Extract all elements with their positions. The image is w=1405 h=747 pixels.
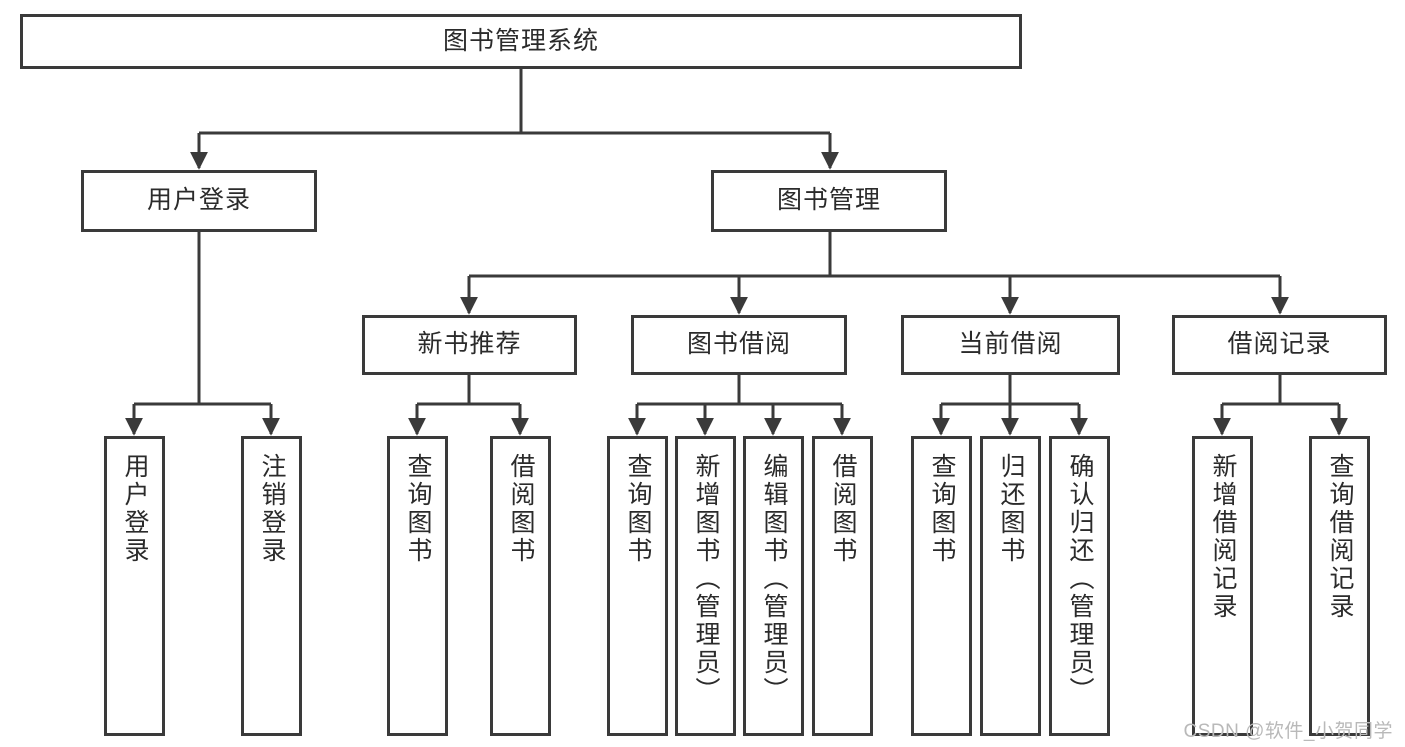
node-label: 查询借阅记录 [1326,453,1354,621]
node-new-book-recommendation[interactable]: 新书推荐 [362,315,577,375]
leaf-borrow-book-recommend[interactable]: 借阅图书 [490,436,551,736]
node-book-management[interactable]: 图书管理 [711,170,947,232]
node-current-borrowing[interactable]: 当前借阅 [901,315,1120,375]
leaf-query-book-current[interactable]: 查询图书 [911,436,972,736]
node-label: 归还图书 [997,453,1025,565]
node-label: 注销登录 [258,453,286,565]
node-label: 图书管理 [776,186,881,215]
node-label: 借阅图书 [507,453,535,565]
leaf-edit-book-admin[interactable]: 编辑图书（管理员） [743,436,804,736]
node-borrowing-records[interactable]: 借阅记录 [1172,315,1387,375]
leaf-add-book-admin[interactable]: 新增图书（管理员） [675,436,736,736]
node-label: 新增借阅记录 [1209,453,1237,621]
leaf-return-book[interactable]: 归还图书 [980,436,1041,736]
node-label: 查询图书 [624,453,652,565]
leaf-query-book-borrowing[interactable]: 查询图书 [607,436,668,736]
node-label: 借阅图书 [829,453,857,565]
leaf-borrow-book-borrowing[interactable]: 借阅图书 [812,436,873,736]
node-label: 确认归还（管理员） [1066,453,1094,705]
node-label: 借阅记录 [1227,330,1332,359]
leaf-confirm-return-admin[interactable]: 确认归还（管理员） [1049,436,1110,736]
node-label: 新书推荐 [417,330,522,359]
node-label: 当前借阅 [958,330,1063,359]
node-book-borrowing[interactable]: 图书借阅 [631,315,847,375]
node-label: 查询图书 [404,453,432,565]
leaf-query-book-recommend[interactable]: 查询图书 [387,436,448,736]
leaf-user-login[interactable]: 用户登录 [104,436,165,736]
node-label: 编辑图书（管理员） [760,453,788,705]
node-label: 查询图书 [928,453,956,565]
node-label: 图书管理系统 [442,26,599,55]
node-label: 图书借阅 [686,330,791,359]
node-label: 新增图书（管理员） [692,453,720,705]
watermark-text: CSDN @软件_小贺同学 [1183,721,1393,742]
node-label: 用户登录 [121,453,149,565]
node-user-login[interactable]: 用户登录 [81,170,317,232]
leaf-add-borrowing-record[interactable]: 新增借阅记录 [1192,436,1253,736]
node-label: 用户登录 [146,186,251,215]
node-root-book-management-system[interactable]: 图书管理系统 [20,14,1022,69]
leaf-query-borrowing-record[interactable]: 查询借阅记录 [1309,436,1370,736]
leaf-logout[interactable]: 注销登录 [241,436,302,736]
